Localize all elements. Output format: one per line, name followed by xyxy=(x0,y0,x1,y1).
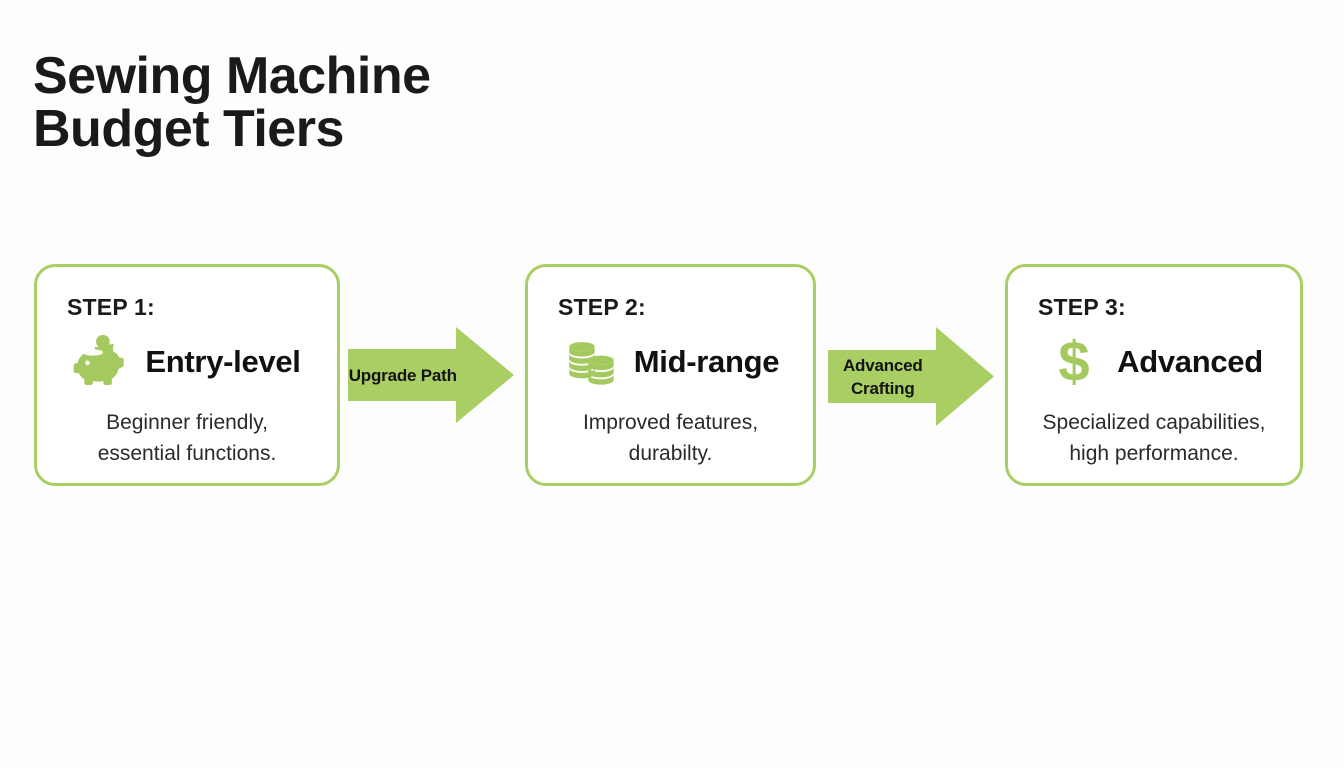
dollar-sign-icon: $ xyxy=(1045,333,1103,391)
step-description-2: Improved features, durabilty. xyxy=(582,411,759,465)
step-description-1: Beginner friendly, essential functions. xyxy=(97,411,277,465)
page-title: Sewing Machine Budget Tiers xyxy=(33,47,431,158)
connector-arrow-2-label: Advanced Crafting xyxy=(842,355,923,398)
step-label-1: STEP 1: xyxy=(67,294,155,320)
step-heading-2: Mid-range xyxy=(633,344,780,379)
step-heading-3: Advanced xyxy=(1117,344,1263,379)
step-card-3[interactable]: STEP 3: $ Advanced Specialized capabilit… xyxy=(1005,264,1303,486)
svg-text:$: $ xyxy=(1058,333,1089,391)
step-card-3-main: $ Advanced xyxy=(1008,329,1300,395)
step-description-3: Specialized capabilities, high performan… xyxy=(1042,411,1266,465)
step-label-3: STEP 3: xyxy=(1038,294,1126,320)
step-card-1[interactable]: STEP 1: Entry-level Beginner friendly, e… xyxy=(34,264,340,486)
step-label-2: STEP 2: xyxy=(558,294,646,320)
step-card-1-main: Entry-level xyxy=(37,329,337,395)
process-flow-diagram: STEP 1: Entry-level Beginner friendly, e… xyxy=(0,264,1344,490)
connector-arrow-1[interactable]: Upgrade Path xyxy=(348,327,514,423)
step-card-2-main: Mid-range xyxy=(528,329,813,395)
connector-arrow-2[interactable]: Advanced Crafting xyxy=(828,327,994,426)
step-heading-1: Entry-level xyxy=(145,344,301,379)
step-card-2[interactable]: STEP 2: Mid-range xyxy=(525,264,816,486)
connector-arrow-1-label: Upgrade Path xyxy=(348,365,457,385)
piggy-bank-icon xyxy=(73,333,131,391)
coin-stacks-icon xyxy=(562,333,620,391)
